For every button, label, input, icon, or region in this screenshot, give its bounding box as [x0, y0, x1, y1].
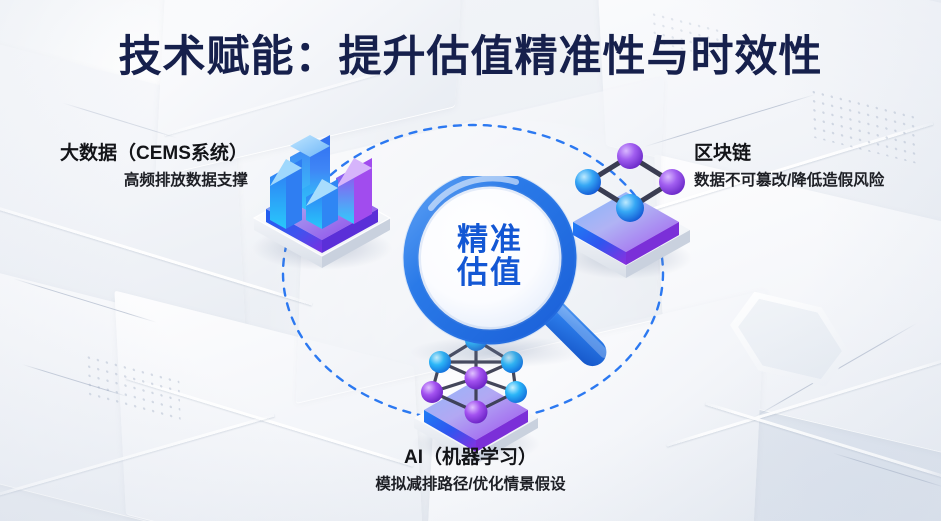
magnifier-text: 精准 估值	[408, 222, 572, 290]
label-ai-title: AI（机器学习）	[403, 447, 537, 468]
magnifier-line-2: 估值	[457, 254, 523, 290]
node-blockchain[interactable]	[546, 126, 706, 286]
label-blockchain: 区块链 数据不可篡改/降低造假风险	[694, 142, 884, 192]
page-title: 技术赋能：提升估值精准性与时效性	[118, 33, 823, 81]
magnifier-icon: 精准 估值	[398, 170, 648, 381]
label-bigdata: 大数据（CEMS系统） 高频排放数据支撑	[60, 142, 248, 192]
node-bigdata[interactable]	[238, 108, 408, 278]
label-blockchain-subtitle: 数据不可篡改/降低造假风险	[694, 171, 885, 189]
label-bigdata-title: 大数据（CEMS系统）	[60, 143, 248, 164]
label-ai: AI（机器学习） 模拟减排路径/优化情景假设	[0, 446, 941, 496]
label-blockchain-title: 区块链	[694, 143, 752, 164]
label-ai-subtitle: 模拟减排路径/优化情景假设	[375, 475, 566, 493]
label-bigdata-subtitle: 高频排放数据支撑	[123, 171, 248, 189]
magnifier-line-1: 精准	[457, 222, 523, 257]
